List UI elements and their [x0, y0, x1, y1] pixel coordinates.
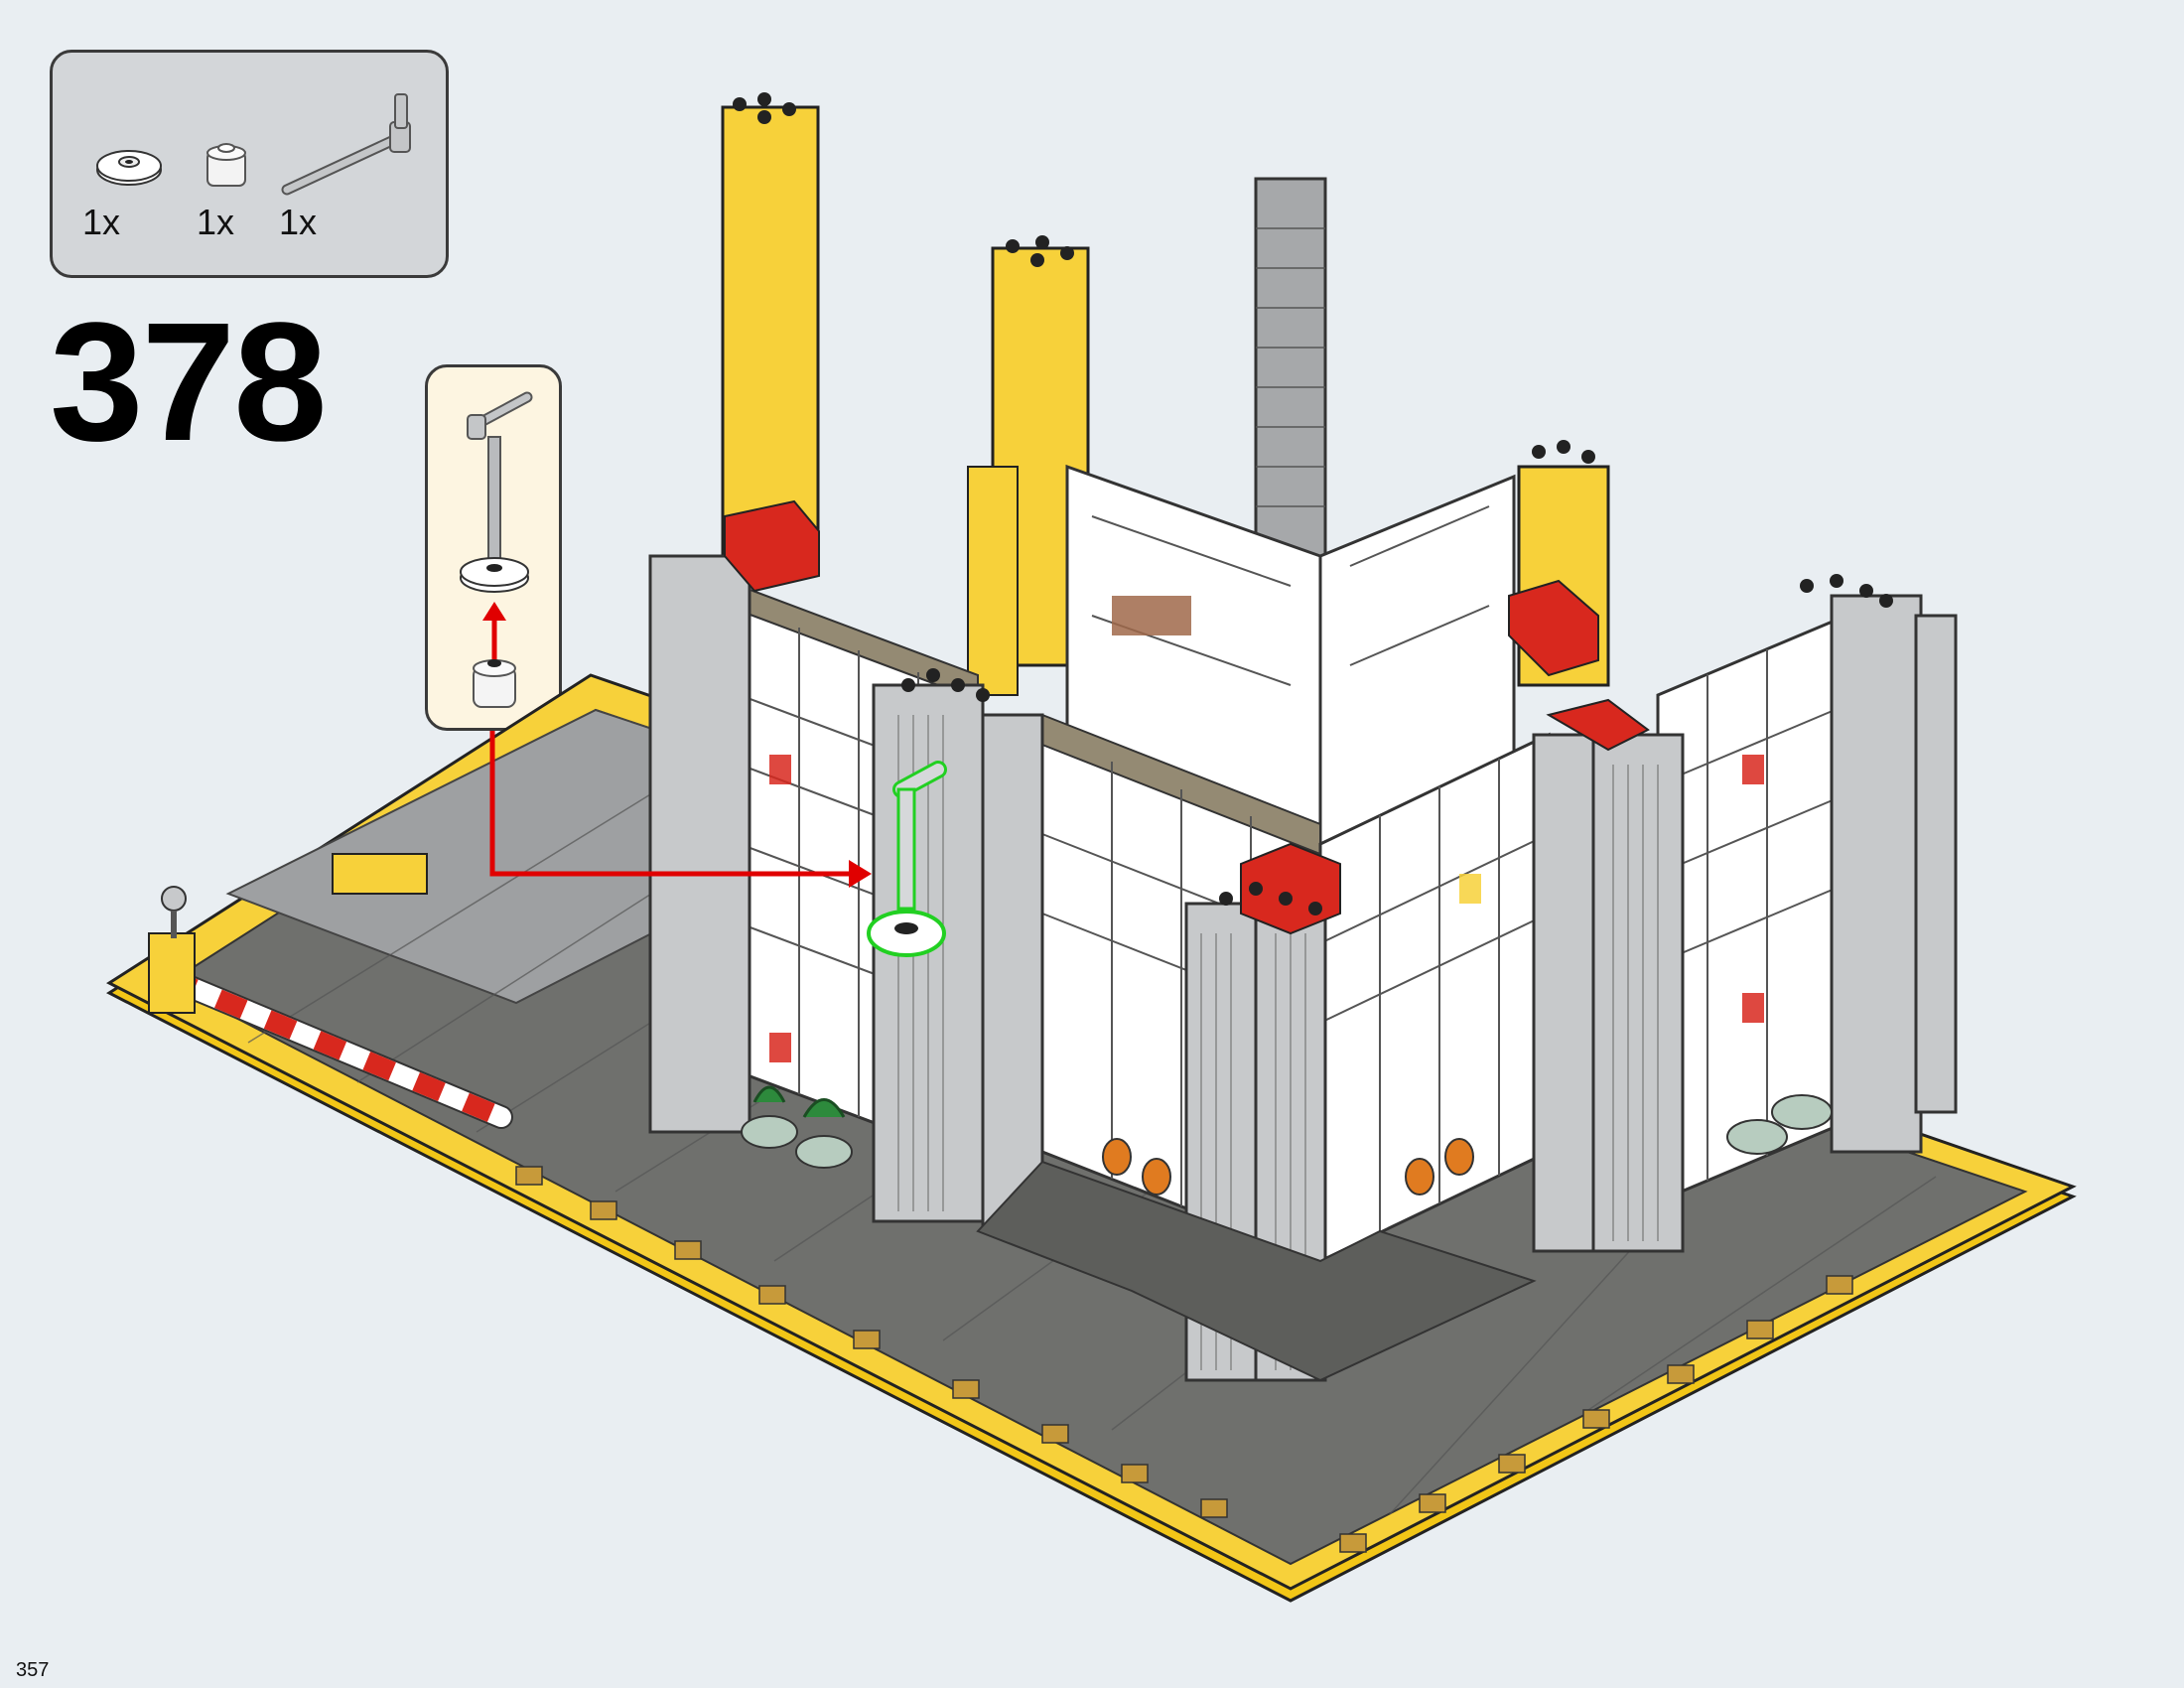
part-quantity: 1x: [197, 202, 235, 242]
step-number: 378: [50, 288, 328, 477]
lamp-post-bar-icon: [281, 93, 411, 196]
front-doors: [1102, 1138, 1474, 1196]
sub-assembly-callout: [425, 364, 562, 731]
round-brick-trans-clear-icon: [206, 143, 246, 187]
parts-list-box: 1x 1x 1x: [50, 50, 449, 278]
part-quantity: 1x: [279, 202, 318, 242]
barrier-gate: [148, 886, 513, 1129]
part-quantity: 1x: [82, 202, 121, 242]
plant-pots: [741, 1085, 1833, 1169]
page-number: 357: [16, 1659, 50, 1681]
new-part-highlight: [867, 761, 947, 957]
round-plate-white-icon: [96, 150, 162, 186]
sub-assembly-icon: [460, 391, 533, 708]
assembly-arrow: [489, 731, 872, 888]
